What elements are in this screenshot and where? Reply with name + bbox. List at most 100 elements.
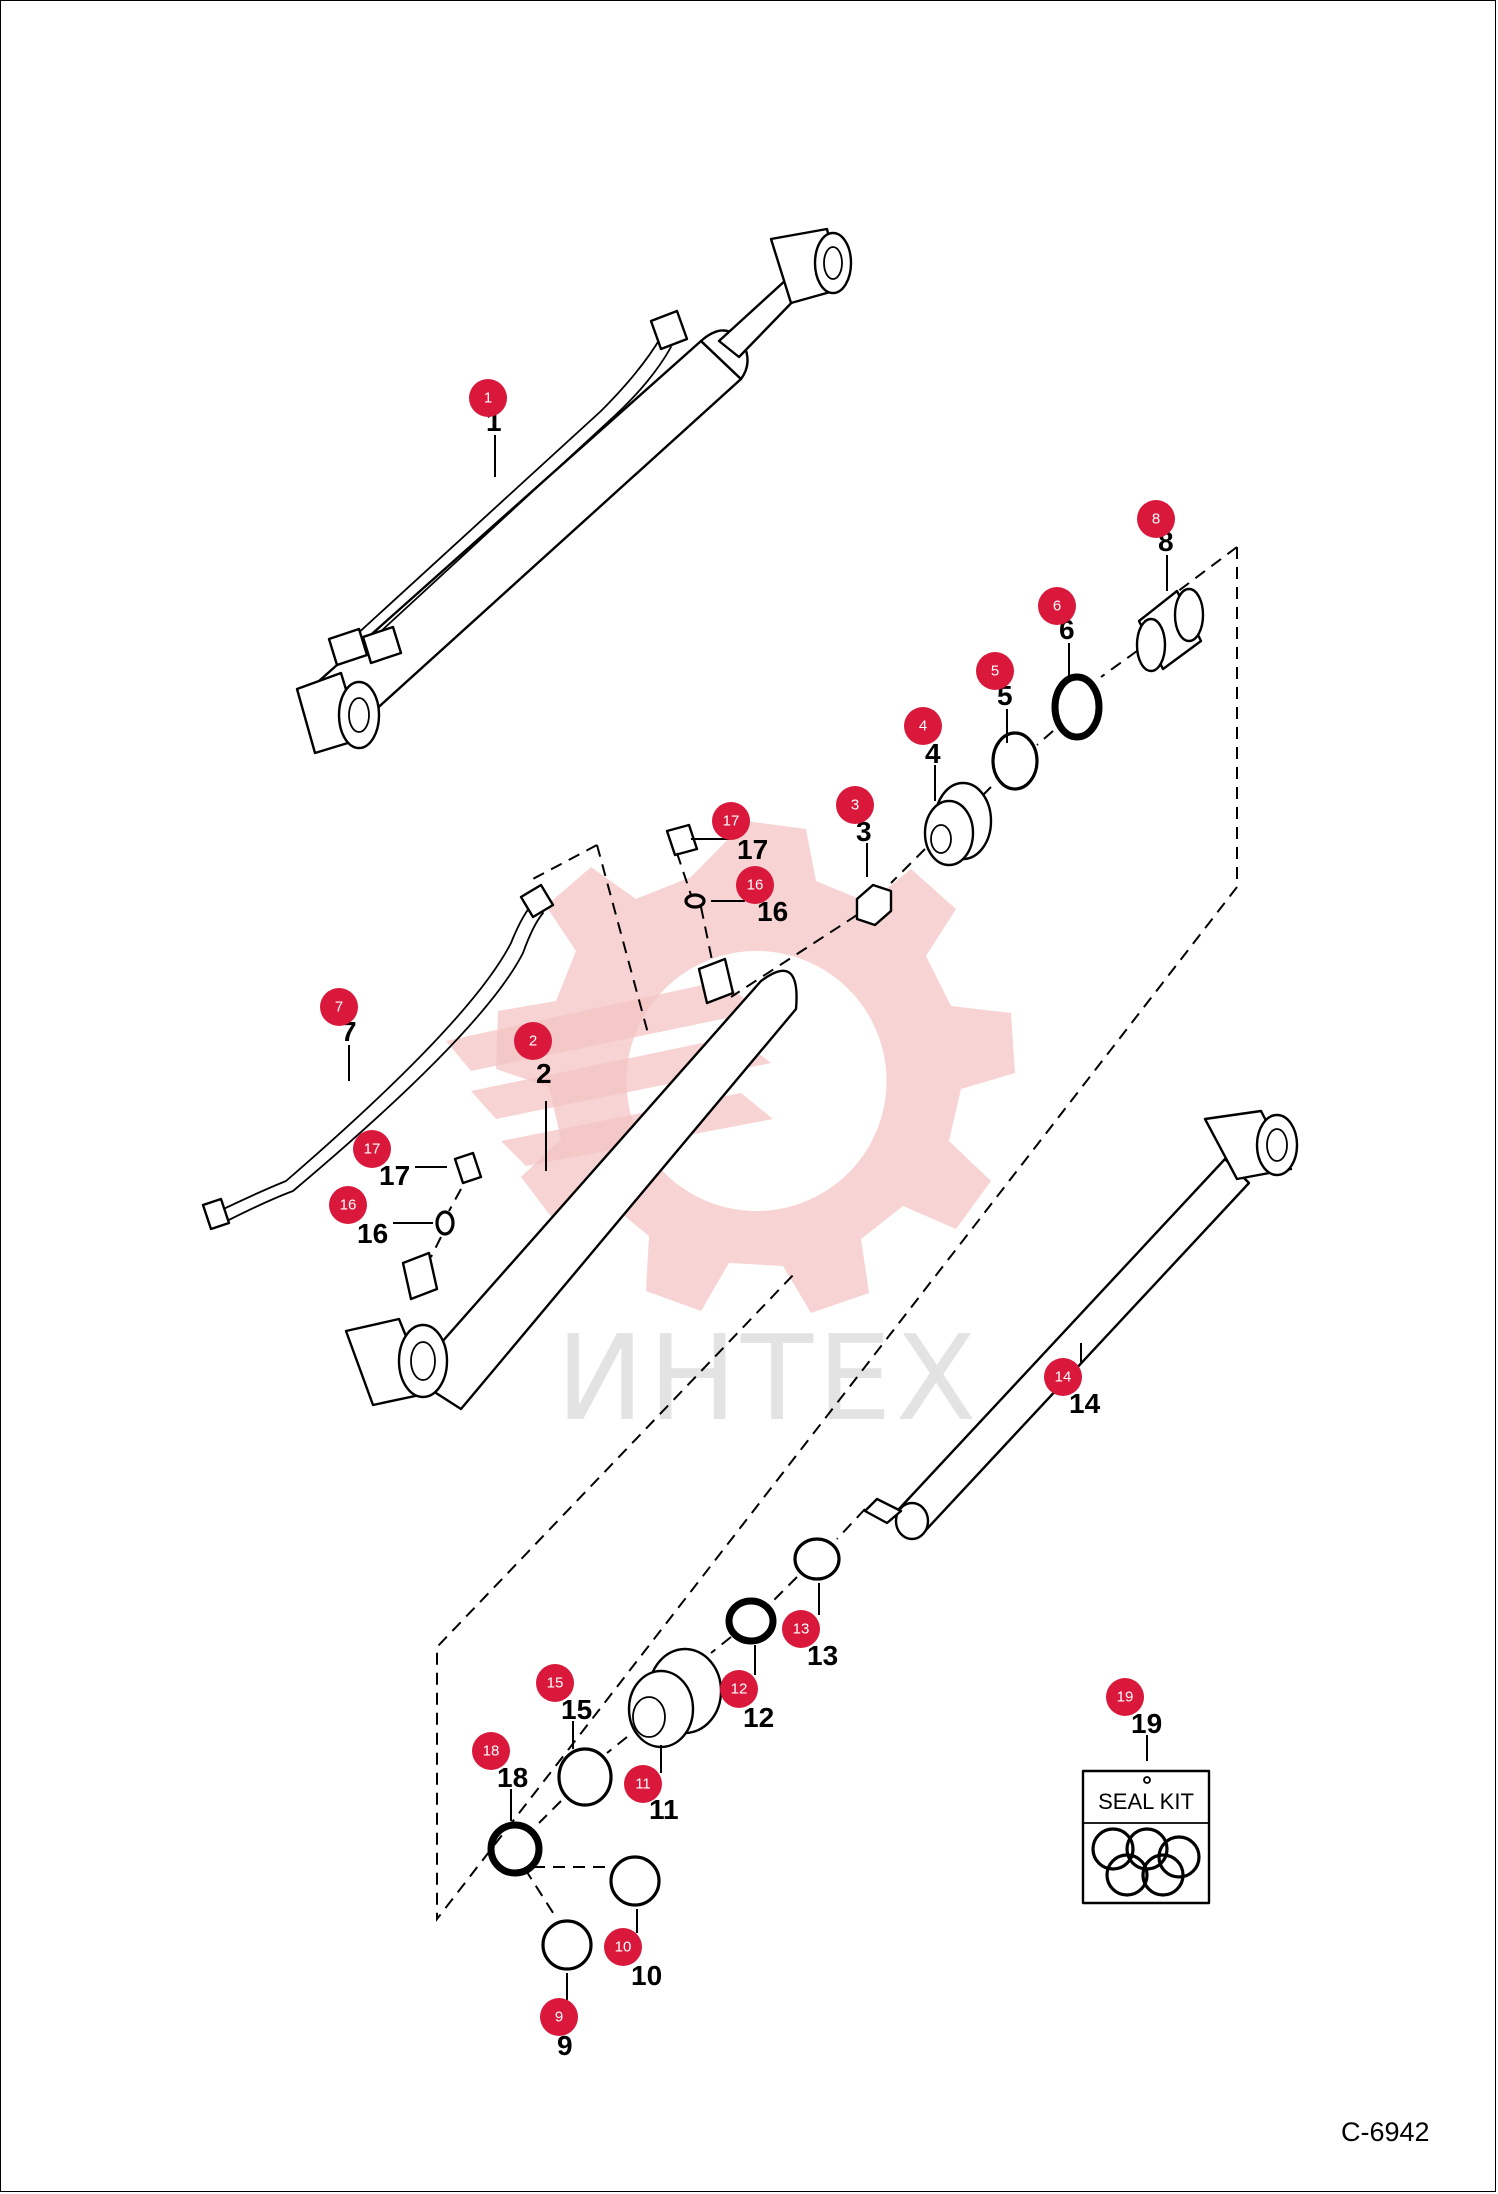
callout-badge-circle bbox=[320, 988, 358, 1026]
callout-badge-circle bbox=[904, 707, 942, 745]
callout-badge-text: 16 bbox=[340, 1197, 357, 1214]
callout-badge-text: 6 bbox=[1053, 598, 1061, 615]
part-number-label: 14 bbox=[1069, 1388, 1101, 1419]
part-2-barrel bbox=[344, 957, 798, 1411]
part-1-cylinder-assembly bbox=[295, 227, 853, 755]
part-9-wiper bbox=[541, 1919, 593, 1971]
part-19-seal-kit: SEAL KIT bbox=[1081, 1769, 1211, 1905]
part-number-label: 4 bbox=[925, 738, 941, 769]
part-4-piston bbox=[923, 781, 993, 867]
assembly-guide-lines bbox=[430, 546, 1238, 1922]
callout-badge-circle bbox=[782, 1610, 820, 1648]
part-13-seal bbox=[793, 1537, 841, 1581]
part-number-label: 16 bbox=[357, 1218, 388, 1249]
callout-2: 22 bbox=[514, 1022, 552, 1171]
callout-badge-circle bbox=[976, 652, 1014, 690]
callout-badge-circle bbox=[469, 379, 507, 417]
callout-badge-circle bbox=[514, 1022, 552, 1060]
callout-badge-circle bbox=[836, 786, 874, 824]
callout-1: 11 bbox=[469, 379, 507, 477]
part-15-oring bbox=[557, 1747, 613, 1807]
part-number-label: 2 bbox=[536, 1058, 552, 1089]
part-number-label: 18 bbox=[497, 1762, 528, 1793]
part-number-label: 19 bbox=[1131, 1708, 1162, 1739]
callout-badge-text: 11 bbox=[635, 1776, 651, 1793]
part-14-rod bbox=[863, 1109, 1299, 1541]
part-10-oring bbox=[609, 1855, 661, 1907]
callout-badge-text: 9 bbox=[555, 2009, 563, 2026]
callout-badge-text: 17 bbox=[364, 1141, 381, 1158]
part-17-plug-upper bbox=[665, 823, 699, 857]
callout-4: 44 bbox=[904, 707, 942, 801]
part-number-label: 17 bbox=[737, 834, 768, 865]
callout-badge-circle bbox=[540, 1998, 578, 2036]
callout-badge-text: 4 bbox=[919, 718, 927, 735]
part-11-gland bbox=[627, 1647, 723, 1749]
part-3-nut bbox=[855, 883, 893, 927]
callout-layer: 1122334455667788991010111112121313141415… bbox=[320, 379, 1175, 2061]
callout-8: 88 bbox=[1137, 500, 1175, 591]
callout-badge-circle bbox=[536, 1664, 574, 1702]
part-12-wear-ring bbox=[725, 1597, 777, 1645]
callout-badge-text: 8 bbox=[1152, 511, 1160, 528]
callout-badge-text: 3 bbox=[851, 797, 859, 814]
part-number-label: 17 bbox=[379, 1160, 410, 1191]
part-18-backup-ring bbox=[487, 1821, 543, 1877]
part-number-label: 3 bbox=[856, 816, 872, 847]
callout-badge-circle bbox=[736, 866, 774, 904]
seal-kit-label: SEAL KIT bbox=[1098, 1789, 1194, 1814]
part-number-label: 10 bbox=[631, 1960, 662, 1991]
part-number-label: 12 bbox=[743, 1702, 774, 1733]
callout-badge-text: 7 bbox=[335, 999, 343, 1016]
part-16-oring-lower bbox=[435, 1210, 455, 1236]
callout-badge-circle bbox=[329, 1186, 367, 1224]
drawing-code: C-6942 bbox=[1341, 2117, 1430, 2147]
callout-6: 66 bbox=[1038, 587, 1076, 677]
watermark-text: ИНТЕХ bbox=[556, 1309, 980, 1447]
part-8-bushing bbox=[1135, 587, 1205, 673]
callout-badge-circle bbox=[712, 802, 750, 840]
callout-badge-circle bbox=[1137, 500, 1175, 538]
callout-badge-circle bbox=[624, 1765, 662, 1803]
callout-badge-text: 16 bbox=[747, 877, 764, 894]
part-6-retaining-ring bbox=[1051, 673, 1103, 741]
callout-badge-circle bbox=[1106, 1678, 1144, 1716]
callout-badge-text: 10 bbox=[615, 1939, 632, 1956]
callout-badge-text: 19 bbox=[1117, 1689, 1134, 1706]
callout-badge-text: 12 bbox=[731, 1681, 748, 1698]
part-17-plug-lower bbox=[453, 1151, 483, 1185]
part-number-label: 9 bbox=[557, 2030, 573, 2061]
callout-badge-circle bbox=[1044, 1358, 1082, 1396]
callout-5: 55 bbox=[976, 652, 1014, 743]
callout-badge-text: 15 bbox=[547, 1675, 564, 1692]
callout-9: 99 bbox=[540, 1973, 578, 2061]
callout-badge-circle bbox=[604, 1928, 642, 1966]
callout-7: 77 bbox=[320, 988, 358, 1081]
callout-badge-circle bbox=[720, 1670, 758, 1708]
callout-badge-circle bbox=[1038, 587, 1076, 625]
callout-badge-text: 2 bbox=[529, 1033, 537, 1050]
part-16-oring-upper bbox=[684, 893, 706, 909]
callout-badge-text: 13 bbox=[793, 1621, 810, 1638]
callout-badge-text: 17 bbox=[723, 813, 740, 830]
callout-3: 33 bbox=[836, 786, 874, 877]
part-7-tube-line bbox=[201, 883, 555, 1231]
part-number-label: 13 bbox=[807, 1640, 838, 1671]
callout-badge-text: 18 bbox=[483, 1743, 500, 1760]
part-number-label: 15 bbox=[561, 1694, 592, 1725]
callout-badge-text: 5 bbox=[991, 663, 999, 680]
